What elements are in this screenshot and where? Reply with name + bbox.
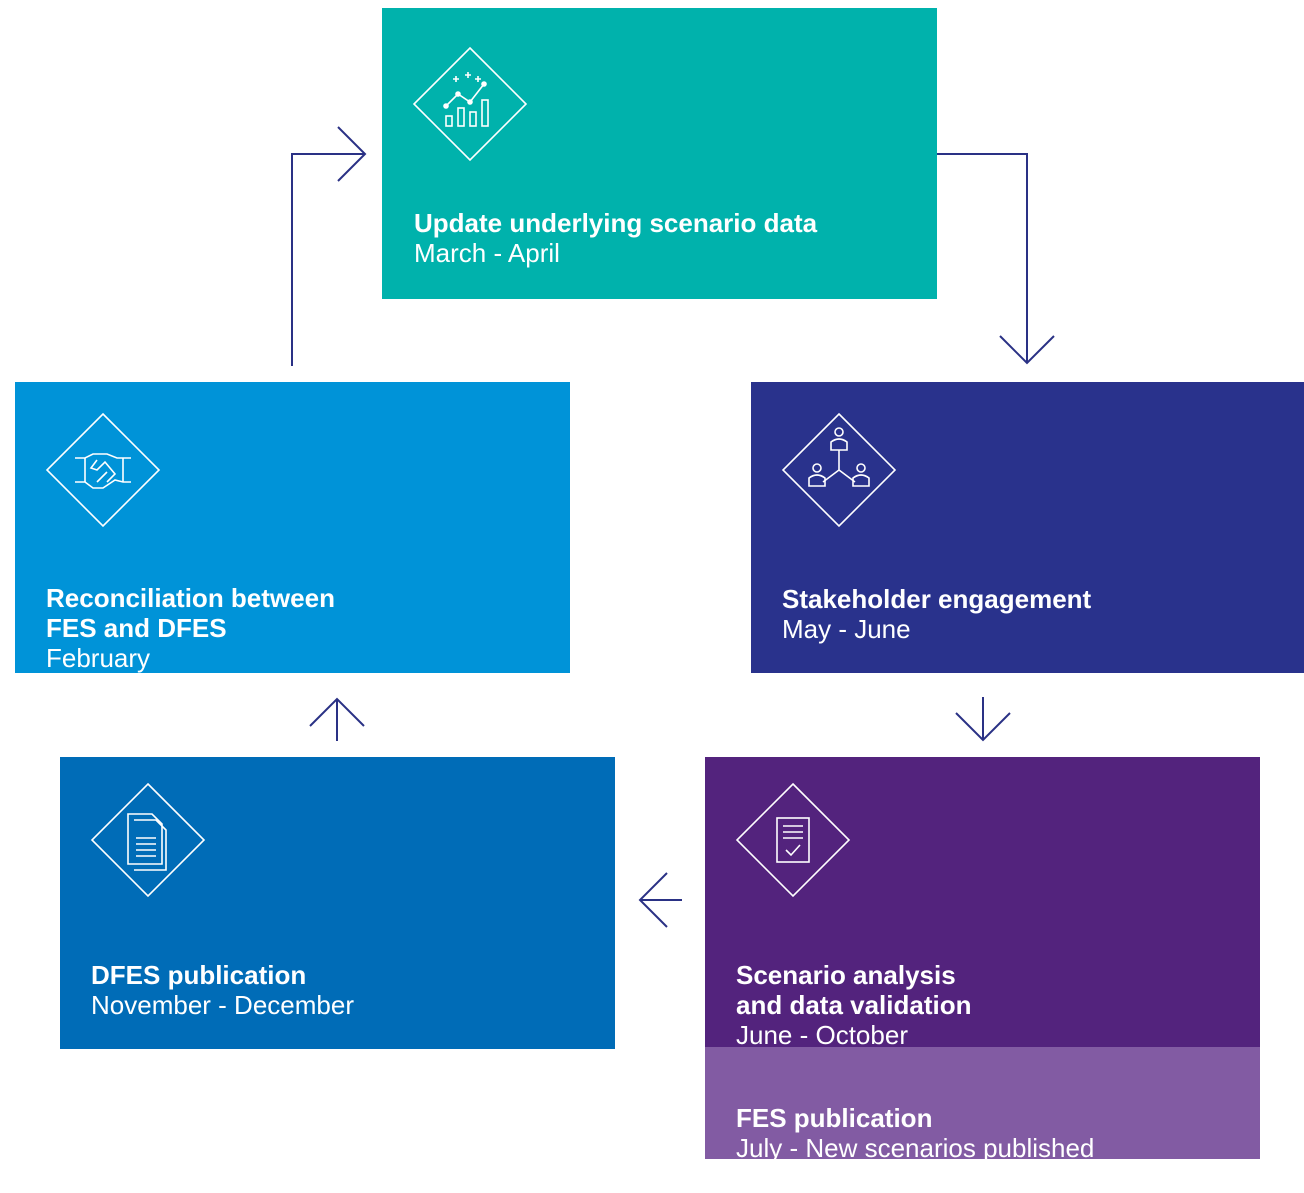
step-fes-period: July - New scenarios published [736,1133,1095,1163]
arrow-reconciliation-to-update [291,153,365,366]
step-fes-publication: FES publication July - New scenarios pub… [705,1047,1260,1163]
step-fes-title-text: FES publication [736,1103,933,1133]
step-stakeholder-title: Stakeholder engagement May - June [782,554,1091,674]
arrowhead-left [638,872,668,928]
step-update-data: Update underlying scenario data March - … [382,8,937,299]
step-analysis-period: June - October [736,1020,908,1050]
chart-trend-icon [412,46,528,162]
step-analysis-title-text: Scenario analysis and data validation [736,960,972,1020]
step-reconciliation: Reconciliation between FES and DFES Febr… [15,382,570,673]
flow-arrows [291,126,1055,928]
step-analysis-title: Scenario analysis and data validation Ju… [736,930,972,1080]
arrow-update-to-stakeholder [937,153,1028,362]
step-stakeholder-engagement: Stakeholder engagement May - June [751,382,1304,673]
arrowhead-down-1 [999,335,1055,365]
step-fes-title: FES publication July - New scenarios pub… [736,1073,1094,1193]
step-scenario-analysis: Scenario analysis and data validation Ju… [705,757,1260,1050]
handshake-icon [45,412,161,528]
arrowhead-up [309,697,365,727]
step-dfes-title-text: DFES publication [91,960,307,990]
step-reconciliation-title: Reconciliation between FES and DFES Febr… [46,553,335,703]
step-reconciliation-title-text: Reconciliation between FES and DFES [46,583,335,643]
step-dfes-title: DFES publication November - December Sui… [91,930,545,1110]
step-update-data-title-text: Update underlying scenario data [414,208,818,238]
step-update-data-title: Update underlying scenario data March - … [414,178,817,298]
step-reconciliation-period: February [46,643,151,673]
step-stakeholder-period: May - June [782,614,911,644]
arrowhead-right [337,126,367,182]
step-update-data-period: March - April [414,238,560,268]
arrowhead-down-2 [955,712,1011,742]
step-dfes-period: November - December [91,990,354,1020]
people-network-icon [781,412,897,528]
step-dfes-publication: DFES publication November - December Sui… [60,757,615,1080]
step-stakeholder-title-text: Stakeholder engagement [782,584,1092,614]
documents-icon [90,782,206,898]
step-dfes-note: Suite of documents plus data published [91,1050,545,1080]
checklist-document-icon [735,782,851,898]
